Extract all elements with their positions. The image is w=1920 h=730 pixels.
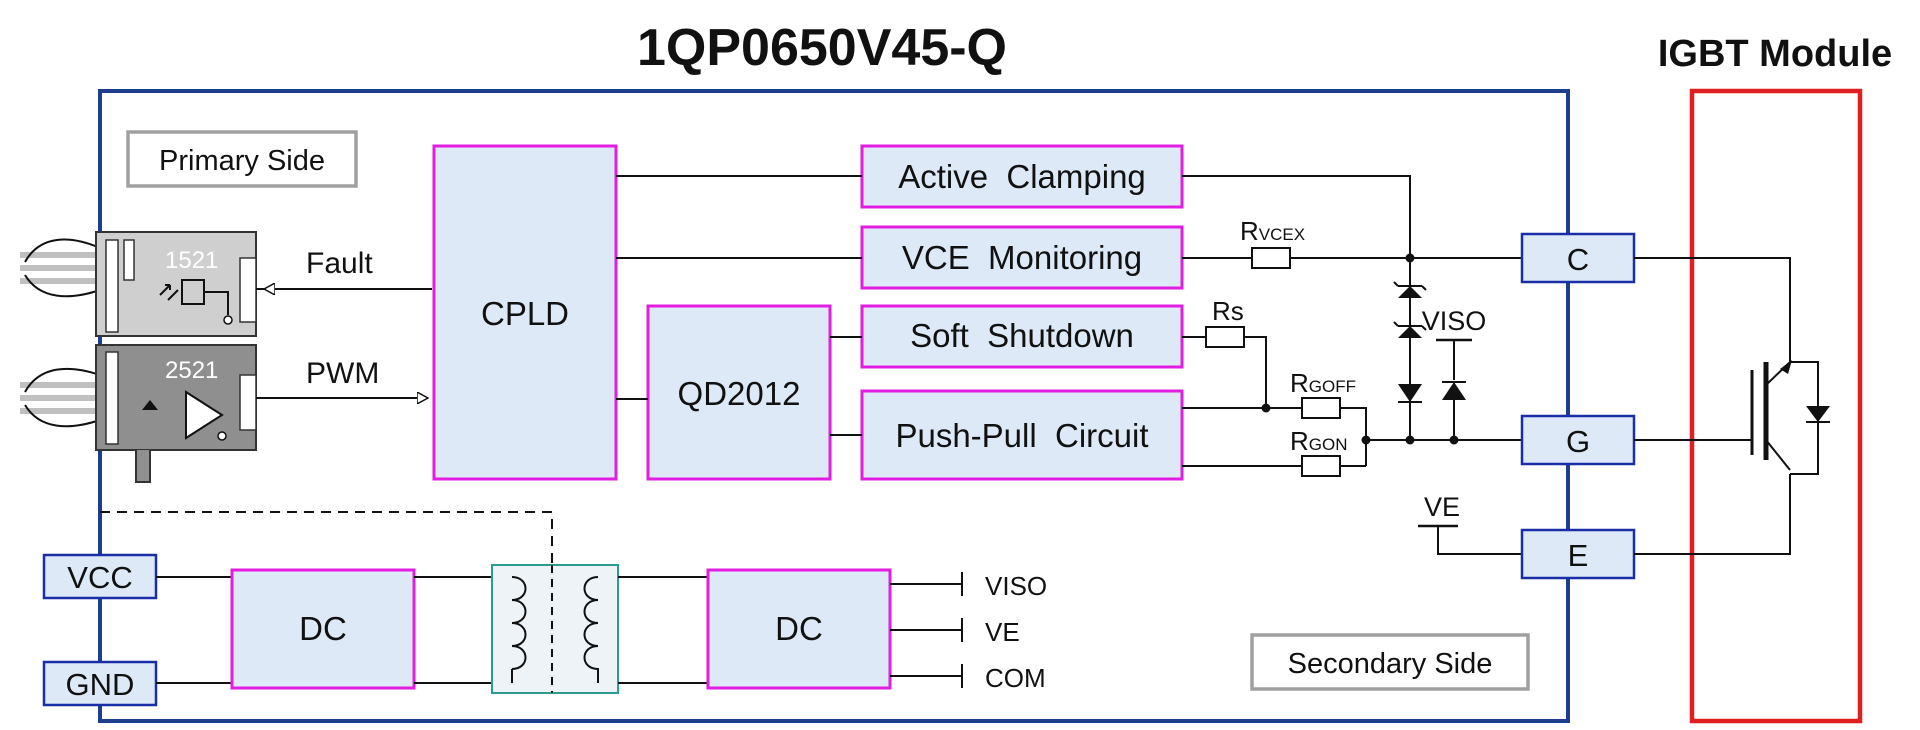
gnd-port [42,660,158,707]
active-clamping-block [860,144,1184,209]
rvcex-label: RVCEX [1240,216,1305,246]
igbt-module-frame [1689,88,1863,724]
igbt-module-label: IGBT Module [1658,33,1892,75]
secondary-side-box [1250,633,1530,691]
clamp-diode-stack [1393,258,1427,440]
gnd-label: GND [66,667,135,702]
primary-side-label: Primary Side [159,145,325,177]
optocoupler-1521-label: 1521 [165,247,218,274]
dc-left-label: DC [299,610,347,647]
rgoff-resistor [1301,397,1341,419]
cpld-block [432,144,618,481]
port-c-label: C [1567,242,1589,277]
diagram-title: 1QP0650V45-Q [637,19,1007,77]
rgoff-label: RGOFF [1290,368,1356,398]
ve-rail-label: VE [985,617,1020,647]
isolation-dashed-line [100,511,553,565]
optocoupler-2521-label: 2521 [165,357,218,384]
viso-top-label: VISO [1422,306,1487,336]
port-g [1520,414,1636,466]
port-g-label: G [1566,424,1590,459]
pwm-label: PWM [306,357,379,390]
qd2012-label: QD2012 [678,375,801,412]
optocoupler-1521: 1521 [20,231,257,337]
cpld-label: CPLD [481,295,569,332]
vce-monitoring-label: VCE Monitoring [902,239,1142,276]
dc-right-label: DC [775,610,823,647]
dc-right-block [706,568,892,690]
soft-shutdown-label: Soft Shutdown [910,317,1134,354]
rs-label: Rs [1212,296,1244,326]
secondary-side-label: Secondary Side [1288,648,1493,680]
com-rail-label: COM [985,663,1046,693]
dc-left-block [230,568,416,690]
fault-label: Fault [306,247,373,280]
rgon-resistor [1301,455,1341,477]
isolation-transformer [491,564,619,694]
ve-top-label: VE [1424,492,1460,522]
qd2012-block [646,304,832,481]
optocoupler-2521: 2521 [20,344,257,483]
rgon-label: RGON [1290,426,1348,456]
primary-side-box [126,130,358,188]
push-pull-label: Push-Pull Circuit [895,417,1148,454]
port-e-label: E [1568,538,1589,573]
igbt-transistor-symbol [1750,360,1830,475]
vcc-label: VCC [67,560,132,595]
viso-rail-label: VISO [985,571,1047,601]
rvcex-resistor [1251,247,1291,269]
vcc-port [42,553,158,600]
active-clamping-label: Active Clamping [898,158,1146,195]
rs-resistor [1205,326,1245,348]
